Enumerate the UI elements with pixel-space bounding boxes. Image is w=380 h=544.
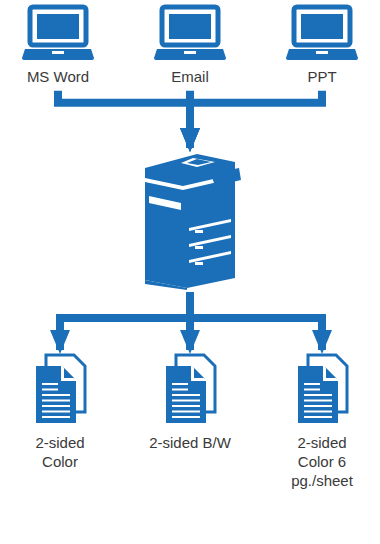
node-label: 2-sided Color [18,434,102,472]
doc-icon [32,352,88,426]
flow-connector [190,292,322,350]
output-document: 2-sided B/W [142,352,238,453]
laptop-icon [21,4,95,62]
node-label: 2-sided B/W [148,434,232,453]
flow-connector [58,91,190,148]
laptop-icon [153,4,227,62]
flow-connector [190,91,322,148]
printer-icon [135,150,245,290]
output-document: 2-sided Color 6 pg./sheet [274,352,370,490]
doc-icon [294,352,350,426]
laptop-source: PPT [274,4,370,87]
node-label: 2-sided Color 6 pg./sheet [280,434,364,490]
node-label: PPT [307,68,336,87]
laptop-icon [285,4,359,62]
laptop-source: Email [142,4,238,87]
doc-icon [162,352,218,426]
node-label: Email [171,68,209,87]
flow-connector [60,292,190,350]
output-document: 2-sided Color [12,352,108,472]
node-label: MS Word [27,68,89,87]
printer-device [125,150,255,290]
laptop-source: MS Word [10,4,106,87]
